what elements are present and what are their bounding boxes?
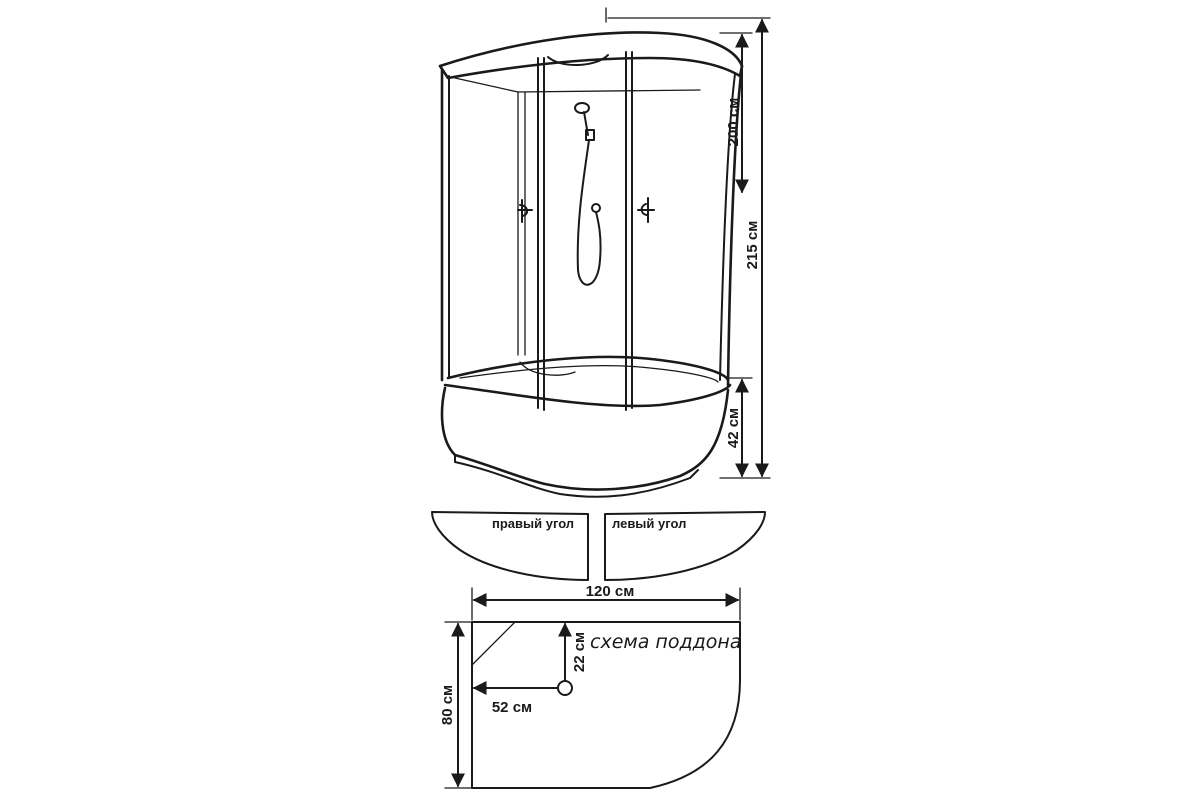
total-height-label: 215 см [744, 221, 761, 270]
left-corner-tray-shape [604, 511, 766, 581]
cabin-right-edge-inner [719, 73, 736, 381]
tray-inner [459, 364, 719, 383]
tray-scheme-title: схема поддона [590, 631, 741, 653]
left-corner-label: левый угол [612, 516, 686, 531]
shower-head-icon [574, 102, 590, 114]
corner-variants: правый угол левый угол [431, 511, 766, 581]
enclosure-height-label: 200 см [725, 98, 742, 147]
drain-icon [557, 680, 573, 696]
hose-connector [591, 203, 601, 213]
right-corner-label: правый угол [492, 516, 574, 531]
tray-depth-label: 80 см [439, 685, 456, 725]
shower-rail [583, 111, 589, 136]
tray-width-label: 120 см [586, 583, 635, 600]
cabin-roof [438, 31, 744, 80]
tray-base [454, 454, 699, 498]
tray-corner-seat [471, 621, 516, 666]
right-corner-tray-shape [431, 511, 589, 581]
ceiling-light [547, 54, 609, 66]
tray-top-view-outline [471, 621, 741, 789]
left-door-handle-icon [517, 199, 533, 223]
back-wall-top-left [454, 77, 519, 93]
tray-rim-front [443, 383, 732, 408]
back-wall-top [517, 89, 701, 93]
tray-rim-back [446, 355, 730, 382]
tray-scheme: 120 см 80 см 22 см 52 см схема поддона [439, 583, 741, 789]
tray-height-label: 42 см [725, 408, 742, 448]
drain-offset-y-label: 22 см [571, 632, 588, 672]
shower-cabin-illustration [438, 31, 744, 498]
tray-seat [519, 361, 576, 376]
tray-body [440, 386, 730, 491]
drain-offset-x-label: 52 см [492, 699, 532, 716]
shower-hose [576, 139, 602, 286]
right-door-handle-icon [637, 197, 655, 223]
height-dimensions: 200 см 215 см 42 см [605, 7, 771, 479]
